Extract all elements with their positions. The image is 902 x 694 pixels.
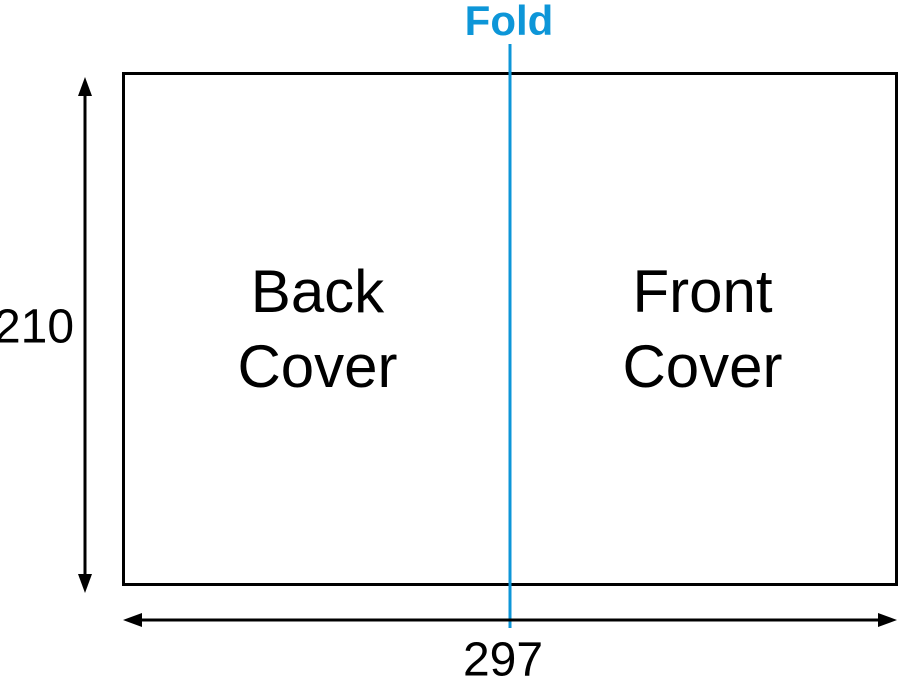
front-cover-label-line2: Cover <box>622 333 783 400</box>
cover-sheet: Back Cover Front Cover <box>122 72 898 586</box>
arrowhead-down-icon <box>78 574 92 593</box>
arrowhead-left-icon <box>123 613 142 627</box>
width-dimension-arrow <box>123 613 897 627</box>
front-cover-label-line1: Front <box>632 258 773 325</box>
back-cover-label-line1: Back <box>250 258 385 325</box>
panel-front-cover: Front Cover <box>510 75 895 583</box>
height-dimension-label: 210 <box>0 300 75 354</box>
width-dimension-label: 297 <box>462 633 544 687</box>
fold-label: Fold <box>464 0 554 44</box>
arrowhead-up-icon <box>78 77 92 96</box>
back-cover-label: Back Cover <box>237 254 397 404</box>
back-cover-label-line2: Cover <box>237 333 398 400</box>
arrowhead-right-icon <box>878 613 897 627</box>
panel-back-cover: Back Cover <box>125 75 510 583</box>
height-dimension-arrow <box>78 77 92 593</box>
front-cover-label: Front Cover <box>622 254 782 404</box>
